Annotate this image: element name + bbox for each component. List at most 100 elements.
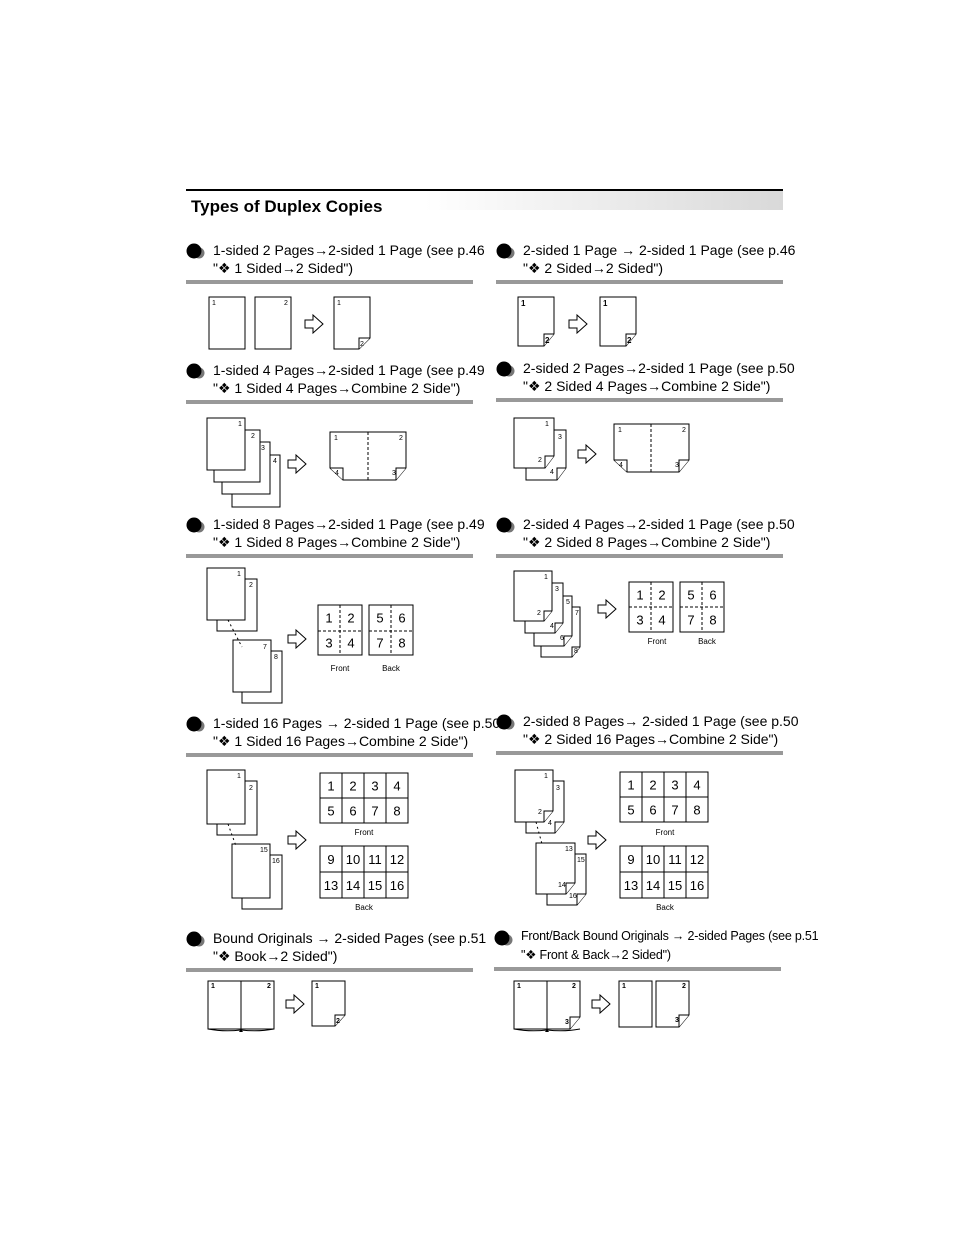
svg-text:1: 1 [544, 773, 548, 780]
page-number: 1 [212, 300, 216, 307]
arrow-right-icon [304, 313, 324, 335]
front-label: Front [355, 828, 374, 837]
entry-rule [494, 967, 781, 971]
grid-cell-number: 10 [346, 852, 360, 867]
entry-rule [186, 280, 473, 284]
entry-title: Front/Back Bound Originals → 2-sided Pag… [521, 929, 819, 943]
bullet-icon [496, 517, 515, 533]
back-label: Back [656, 903, 675, 912]
entry-title: 1-sided 4 Pages→2-sided 1 Page (see p.49 [213, 362, 485, 378]
grid-cell-number: 8 [709, 613, 716, 628]
svg-text:1: 1 [618, 427, 622, 434]
entry-rule [496, 554, 783, 558]
svg-text:1: 1 [545, 421, 549, 428]
svg-text:15: 15 [260, 847, 268, 854]
section-title: Types of Duplex Copies [191, 197, 383, 216]
svg-text:2: 2 [249, 582, 253, 589]
entry-title: 2-sided 8 Pages→ 2-sided 1 Page (see p.5… [523, 713, 799, 729]
svg-text:3: 3 [555, 586, 559, 593]
grid-cell-number: 6 [649, 803, 656, 818]
bullet-icon [496, 243, 515, 259]
svg-text:2: 2 [627, 336, 632, 345]
grid-cell-number: 11 [368, 852, 382, 867]
back-label: Back [698, 637, 717, 646]
svg-text:1: 1 [544, 574, 548, 581]
grid-cell-number: 16 [690, 878, 704, 893]
svg-text:2: 2 [682, 983, 686, 990]
entry-rule [186, 400, 473, 404]
bullet-icon [496, 714, 515, 730]
grid-cell-number: 2 [347, 611, 354, 626]
diagram-2-sided-1-page: 12 12 [517, 296, 637, 347]
page-number: 2 [360, 341, 364, 348]
entry-reference: "❖ 2 Sided 8 Pages→Combine 2 Side") [523, 534, 771, 550]
svg-text:4: 4 [335, 470, 339, 477]
grid-cell-number: 8 [398, 636, 405, 651]
arrow-right-icon [287, 453, 307, 475]
svg-text:8: 8 [574, 648, 578, 655]
section-header: Types of Duplex Copies [186, 189, 783, 216]
arrow-right-icon [568, 313, 588, 335]
grid-cell-number: 3 [671, 778, 678, 793]
grid-cell [385, 871, 409, 899]
grid-cell-number: 13 [624, 878, 638, 893]
grid-cell-number: 11 [668, 852, 682, 867]
entry-reference: "❖ 2 Sided 16 Pages→Combine 2 Side") [523, 731, 779, 747]
grid-cell-number: 7 [371, 804, 378, 819]
grid-cell-number: 8 [693, 803, 700, 818]
svg-text:6: 6 [560, 635, 564, 642]
grid-cell-number: 12 [390, 852, 404, 867]
grid-cell-number: 9 [327, 852, 334, 867]
grid-cell-number: 6 [349, 804, 356, 819]
front-label: Front [648, 637, 667, 646]
svg-text:3: 3 [392, 470, 396, 477]
grid-cell-number: 14 [646, 878, 660, 893]
grid-cell [685, 796, 709, 823]
svg-text:2: 2 [399, 435, 403, 442]
entry-reference: "❖ Front & Back→2 Sided") [521, 948, 671, 962]
grid-cell-number: 6 [398, 611, 405, 626]
grid-cell-number: 3 [325, 636, 332, 651]
entry-reference: "❖ 1 Sided 4 Pages→Combine 2 Side") [213, 380, 461, 396]
svg-text:2: 2 [336, 1018, 340, 1025]
grid-cell-number: 7 [671, 803, 678, 818]
svg-text:15: 15 [577, 857, 585, 864]
entry-title: 1-sided 2 Pages→2-sided 1 Page (see p.46 [213, 242, 485, 258]
grid-cell-number: 9 [627, 852, 634, 867]
svg-text:7: 7 [575, 610, 579, 617]
svg-text:2: 2 [267, 983, 271, 990]
svg-text:13: 13 [565, 846, 573, 853]
entry-reference: "❖ 2 Sided 4 Pages→Combine 2 Side") [523, 378, 771, 394]
entry-reference: "❖ 2 Sided→2 Sided") [523, 260, 664, 276]
grid-cell-number: 4 [393, 779, 400, 794]
svg-text:2: 2 [537, 610, 541, 617]
front-label: Front [656, 828, 675, 837]
entry-reference: "❖ 1 Sided 16 Pages→Combine 2 Side") [213, 733, 469, 749]
grid-cell-number: 5 [327, 804, 334, 819]
bullet-icon [186, 363, 205, 379]
grid-cell-number: 3 [636, 613, 643, 628]
svg-text:1: 1 [237, 773, 241, 780]
grid-cell-number: 10 [646, 852, 660, 867]
svg-text:3: 3 [556, 785, 560, 792]
entry-title: 2-sided 1 Page → 2-sided 1 Page (see p.4… [523, 242, 796, 258]
svg-text:3: 3 [675, 1017, 679, 1024]
entry-title: 2-sided 4 Pages→2-sided 1 Page (see p.50 [523, 516, 795, 532]
svg-text:2: 2 [251, 433, 255, 440]
svg-text:16: 16 [569, 893, 577, 900]
grid-cell-number: 4 [693, 778, 700, 793]
entry-rule [496, 398, 783, 402]
entry-title: Bound Originals → 2-sided Pages (see p.5… [213, 930, 487, 946]
arrow-right-icon [577, 443, 597, 465]
grid-cell-number: 2 [649, 778, 656, 793]
arrow-right-icon [587, 829, 607, 851]
bullet-icon [186, 716, 205, 732]
svg-text:7: 7 [263, 644, 267, 651]
grid-cell-number: 1 [327, 779, 334, 794]
svg-text:2: 2 [538, 457, 542, 464]
arrow-right-icon [597, 598, 617, 620]
